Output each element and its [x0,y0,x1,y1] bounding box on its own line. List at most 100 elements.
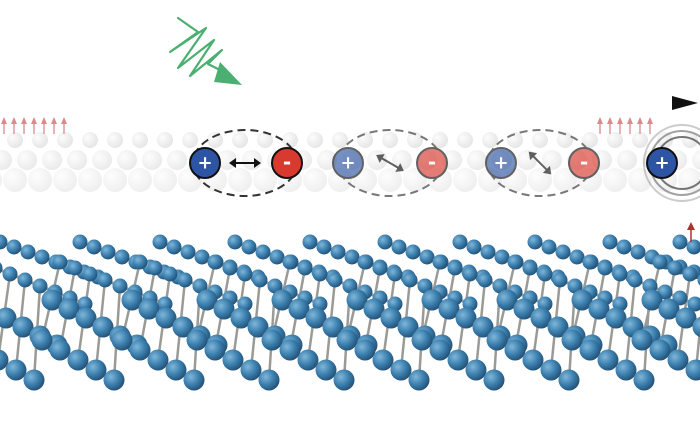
lattice-atom [67,260,83,276]
molecule-bead [432,132,448,148]
lattice-atom [183,369,205,391]
double-headed-arrow-icon [528,151,552,175]
molecule-bead [42,150,62,170]
exciton-pair-icon: +- [485,129,600,197]
spin-arrow-head [41,117,47,124]
lattice-atom [455,307,477,329]
molecule-bead [332,132,348,148]
lattice-atom [494,249,510,265]
lattice-atom [372,349,394,371]
lattice-atom [138,298,160,320]
lattice-atom [390,359,412,381]
lattice-atom [194,249,210,265]
lattice-atom [438,298,460,320]
lattice-atom [112,278,128,294]
lattice-atom [132,254,148,270]
lattice-atom [615,359,637,381]
transport-arrow-icon [250,96,698,110]
molecule-bead [282,132,298,148]
molecule-bead [307,132,323,148]
lattice-atom [237,266,253,282]
lattice-atom [166,239,182,255]
lattice-atom [429,339,451,361]
lattice-atom [630,244,646,260]
lattice-atom [616,239,632,255]
lattice-atom [247,316,269,338]
lattice-atom [483,369,505,391]
lattice-atom [86,239,102,255]
lattice-atom [2,266,18,282]
lattice-atom [346,289,368,311]
spin-arrow-head [61,117,67,124]
lattice-atom [667,260,683,276]
positive-charge [646,147,678,179]
lattice-atom [315,359,337,381]
lattice-atom [186,329,208,351]
molecule-bead [467,150,487,170]
lattice-atom [77,296,93,312]
molecule-bead [132,132,148,148]
lattice-atom [397,316,419,338]
lattice-atom [672,234,688,250]
lattice-atom [667,349,689,371]
lattice-atom [111,329,133,351]
molecule-bead [628,168,652,192]
molecule-bead [457,132,473,148]
lattice-atom [513,298,535,320]
lattice-atom [255,244,271,260]
positive-charge [485,147,517,179]
molecule-bead [3,168,27,192]
lattice-atom [405,244,421,260]
lattice-atom [387,266,403,282]
molecule-bead [228,168,252,192]
molecule-bead [117,150,137,170]
molecule-bead [57,132,73,148]
molecule-bead [82,132,98,148]
exciton-group: +-+-+-+ [189,124,700,202]
molecule-bead [617,150,637,170]
lattice-atom [302,234,318,250]
lattice-atom [147,260,163,276]
lattice-atom [230,307,252,329]
spin-arrow-head [617,117,623,124]
lattice-atom [152,234,168,250]
lattice-atom [17,272,33,288]
lattice-atom [633,369,655,391]
molecule-bead [557,132,573,148]
lattice-atom [258,369,280,391]
lattice-atom [555,244,571,260]
molecule-bead [0,173,2,187]
molecule-bead [453,168,477,192]
lattice-atom [261,329,283,351]
spin-arrows-right [597,117,653,134]
lattice-atom [697,274,700,286]
lattice-atom [465,359,487,381]
lattice-atom [344,249,360,265]
lattice-atom [333,369,355,391]
molecule-bead [603,168,627,192]
lattice-atom [172,316,194,338]
positive-charge-label: + [654,153,669,174]
molecule-bead [0,150,12,170]
lattice-atom [282,254,298,270]
lattice-atom [297,260,313,276]
lattice-atom [466,239,482,255]
lattice-atom [222,349,244,371]
molecule-bead [182,132,198,148]
lattice-atom [49,339,71,361]
lattice-atom [75,307,97,329]
lattice-atom [537,266,553,282]
lattice-atom [567,278,583,294]
lattice-atom [579,339,601,361]
spin-arrow-head [1,117,7,124]
negative-charge [271,147,303,179]
molecule-bead [257,132,273,148]
molecule-bead [632,132,648,148]
lattice-atom [504,339,526,361]
lattice-atom [192,278,208,294]
molecule-bead [103,168,127,192]
spin-arrow-head [31,117,37,124]
lattice-atom [649,339,671,361]
lattice-atom [486,329,508,351]
lattice-atom [477,272,493,288]
